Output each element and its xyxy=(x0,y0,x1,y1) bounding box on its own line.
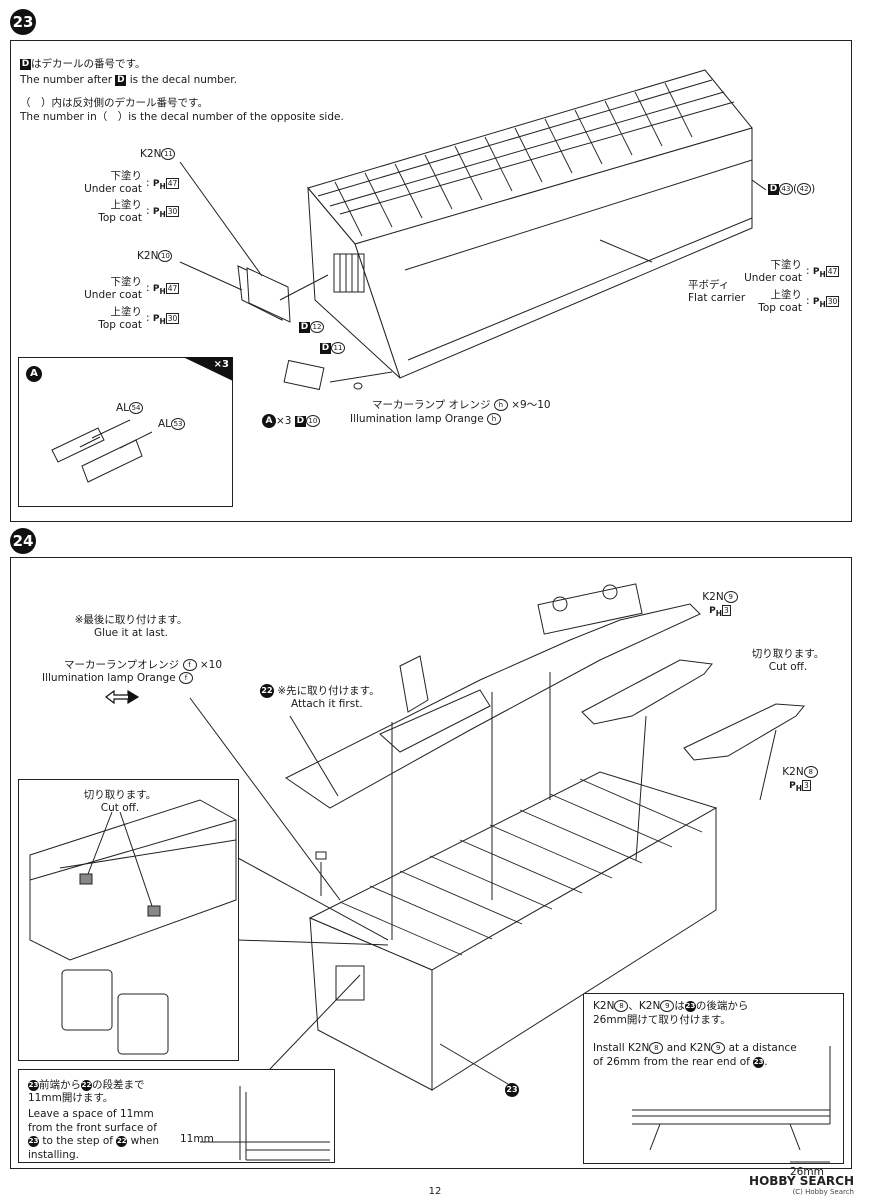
a-marker-icon: A xyxy=(262,414,276,428)
lamp-h-ja: マーカーランプ オレンジ h ×9～10 xyxy=(372,399,551,411)
step-24-number: 24 xyxy=(10,528,36,554)
inset-a-qty-tag: ×3 xyxy=(183,357,233,381)
double-arrow-icon xyxy=(104,690,140,704)
decal-note-en: The number after D is the decal number. xyxy=(20,74,237,86)
attach-first-en: Attach it first. xyxy=(291,698,363,710)
inset-a-box xyxy=(18,357,233,507)
decal-d-icon: D xyxy=(20,58,31,70)
glue-last-note: ※最後に取り付けます。Glue it at last. xyxy=(74,614,188,639)
watermark: HOBBY SEARCH(C) Hobby Search xyxy=(749,1174,854,1196)
part-23-callout: 23 xyxy=(505,1083,519,1097)
lamp-f-ja: マーカーランプオレンジ f ×10 xyxy=(64,659,223,671)
step-23-number: 23 xyxy=(10,9,36,35)
opposite-note-ja: （ ）内は反対側のデカール番号です。 xyxy=(20,97,208,109)
step-24-panel xyxy=(10,557,852,1169)
dim-11mm: 11mm xyxy=(180,1133,214,1145)
note-11mm-ja: 23前端から22の段差まで 11mm開けます。 xyxy=(28,1079,145,1104)
inset-a-marker: A xyxy=(26,366,42,382)
cut-off-left: 切り取ります。Cut off. xyxy=(83,789,157,814)
opposite-note-en: The number in（ ）is the decal number of t… xyxy=(20,111,344,123)
note-11mm-box xyxy=(18,1069,335,1163)
page-number: 12 xyxy=(428,1186,442,1197)
part22-first-note: 22 ※先に取り付けます。 xyxy=(260,684,380,698)
note-11mm-en: Leave a space of 11mm from the front sur… xyxy=(28,1108,160,1161)
dim-26mm: 26mm xyxy=(790,1166,824,1178)
inset-cutoff-box xyxy=(18,779,239,1061)
cut-off-right: 切り取ります。Cut off. xyxy=(751,648,825,673)
step-23-panel xyxy=(10,40,852,522)
decal-d-icon: D xyxy=(115,74,127,86)
lamp-f-en: Illumination lamp Orange f xyxy=(42,672,193,685)
lamp-h-en: Illumination lamp Orange h xyxy=(350,413,501,426)
